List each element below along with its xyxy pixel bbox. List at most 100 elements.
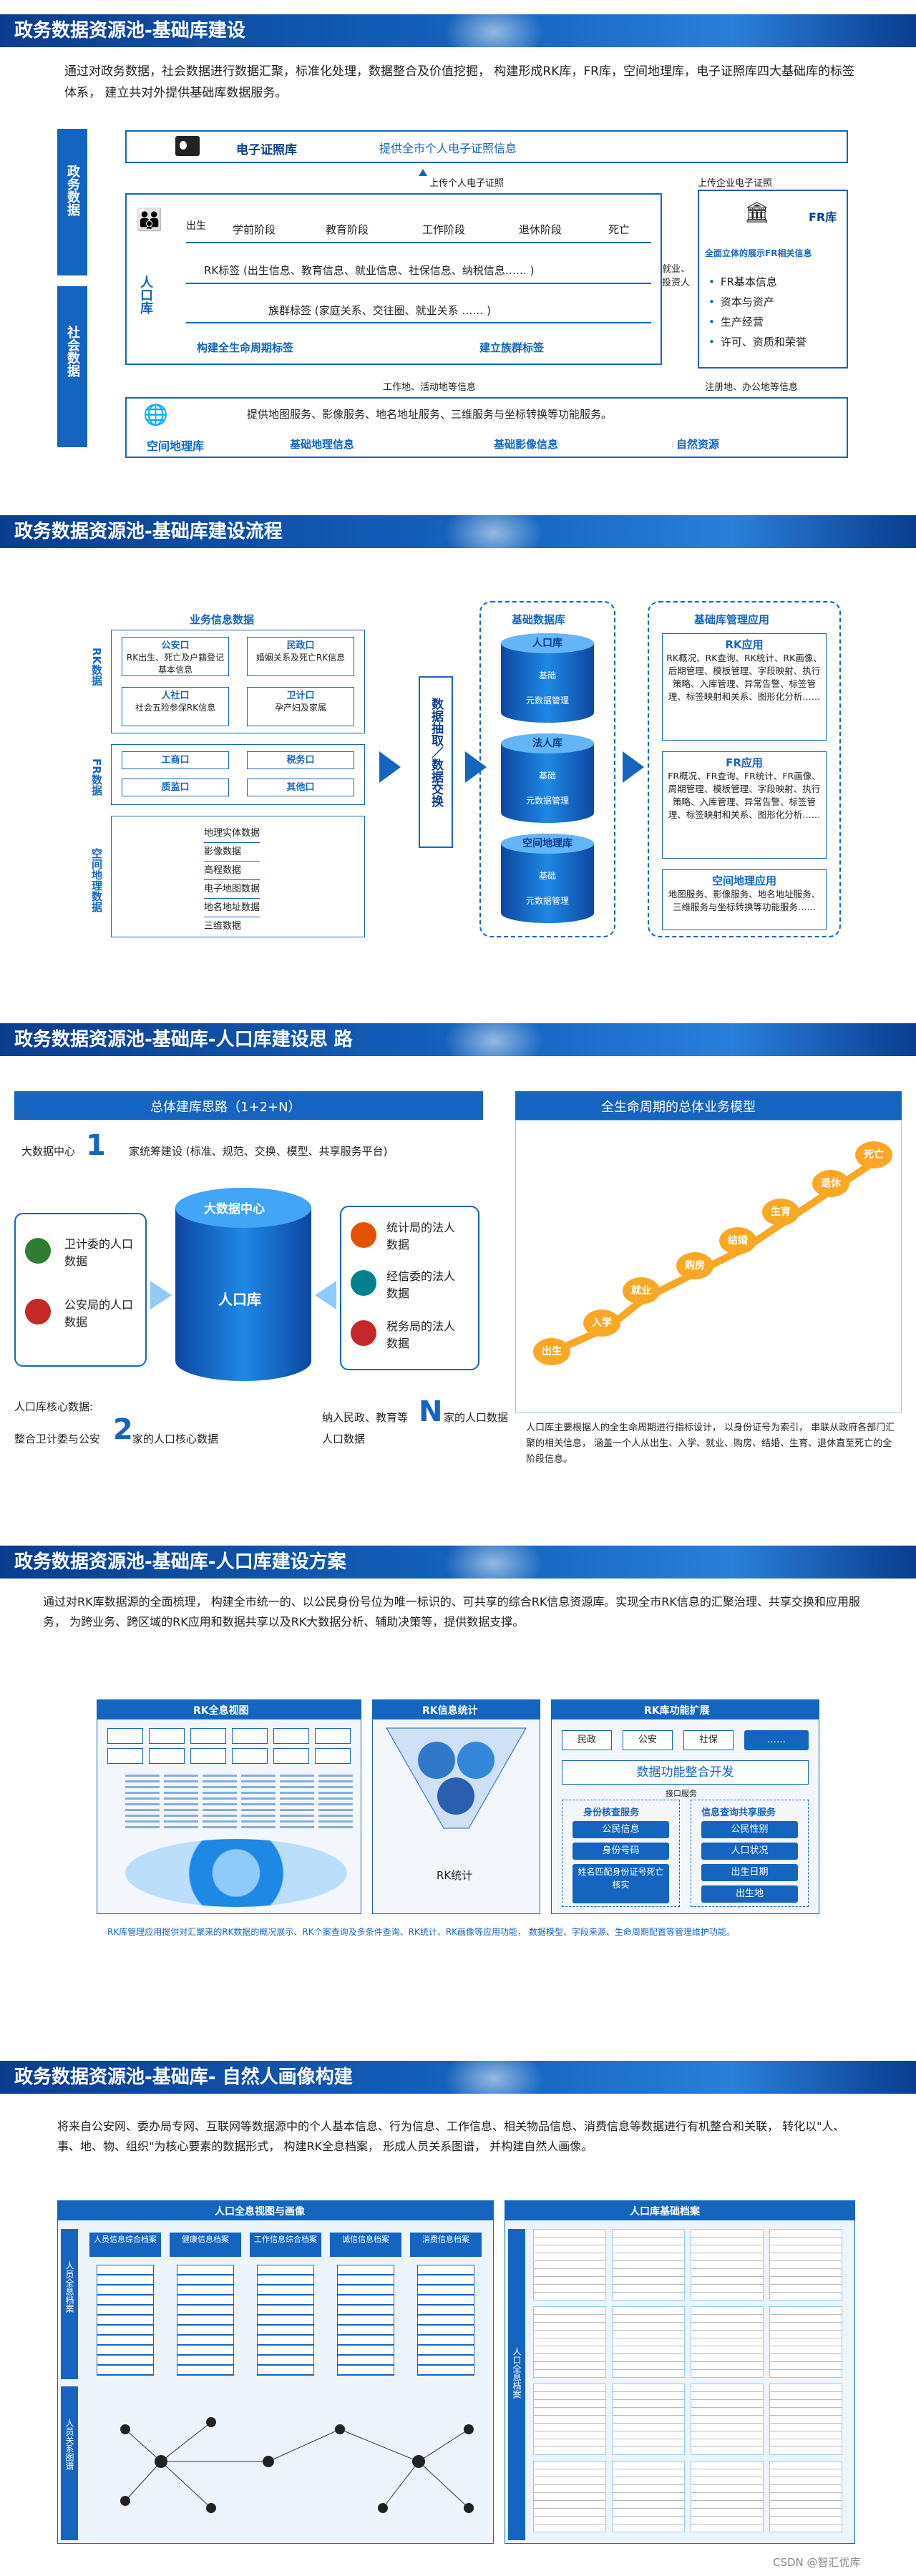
gov-data-label: 政务数据 <box>65 165 80 216</box>
holo-cell <box>273 1728 309 1744</box>
life-stage-node: 就业 <box>623 1277 660 1304</box>
holo-cell <box>232 1748 268 1764</box>
num-n: N <box>419 1395 443 1428</box>
src-right: 经信委的法人数据 <box>386 1269 456 1300</box>
archive-record-card <box>612 2461 685 2532</box>
src-right: 统计局的法人数据 <box>386 1221 456 1252</box>
arrow-to-app <box>623 751 644 783</box>
geo-list-item: 电子地图数据 <box>204 880 260 899</box>
left-panel-head <box>57 2200 494 2220</box>
archive-tag: 诚信信息档案 <box>330 2233 401 2257</box>
geo-app-box: 空间地理应用 地图服务、影像服务、地名地址服务、三维服务与坐标转换等功能服务…… <box>662 869 827 930</box>
base-db-layer: 基础 <box>538 771 556 781</box>
base-db-name: 空间地理库 <box>522 838 572 849</box>
src-right: 税务局的法人数据 <box>386 1319 456 1350</box>
minzheng-box: 民政口 婚姻关系及死亡RK信息 <box>247 637 354 676</box>
cert-lib-desc: 提供全市个人电子证照信息 <box>379 142 517 155</box>
rk-ext-head <box>551 1699 819 1719</box>
holo-cell <box>315 1748 351 1764</box>
globe-icon: 🌐 <box>143 403 168 426</box>
build-life-tags: 构建全生命周期标签 <box>197 341 294 354</box>
holo-cell <box>190 1748 226 1764</box>
right-head-bar <box>515 1091 902 1120</box>
fr-app-desc: FR概况、FR查询、FR统计、FR画像、周期管理、模板管理、字段映射、执行策略、… <box>668 771 821 820</box>
rk-stat-title: RK信息统计 <box>422 1705 478 1717</box>
holo-list <box>241 1775 276 1828</box>
geo-list-item: 影像数据 <box>204 843 260 862</box>
weiji-title: 卫计口 <box>286 691 315 701</box>
holo-cell <box>232 1728 268 1744</box>
fr-lib-box <box>698 190 848 369</box>
holo-cell <box>149 1728 185 1744</box>
stats-logo-icon <box>351 1222 376 1248</box>
base-db-cylinder-top <box>501 834 594 854</box>
section-pop-lib-plan: 政务数据资源池-基础库-人口库建设方案 通过对RK库数据源的全面梳理， 构建全市… <box>0 1546 916 1989</box>
stage-death: 死亡 <box>608 223 630 236</box>
ext-right-item: 出生日期 <box>701 1864 798 1881</box>
src-left: 公安局的人口数据 <box>64 1298 134 1329</box>
geo-lib-name: 空间地理库 <box>147 439 205 453</box>
archive-record-card <box>533 2384 606 2455</box>
base-db-layer: 元数据管理 <box>525 896 569 906</box>
section-banner: 政务数据资源池-基础库-人口库建设方案 <box>0 1546 916 1579</box>
merge-b: 家的人口核心数据 <box>132 1433 219 1445</box>
ext-right-item: 公民性别 <box>701 1821 798 1838</box>
ext-left-item: 公民信息 <box>572 1821 669 1838</box>
gov-data-label-box <box>57 129 87 275</box>
stage-retire: 退休阶段 <box>519 223 562 236</box>
center-cylinder-top <box>175 1188 311 1228</box>
section-base-lib: 政务数据资源池-基础库建设 通过对政务数据，社会数据进行数据汇聚，标准化处理，数… <box>0 0 916 465</box>
left-side-bar-1 <box>61 2229 78 2379</box>
ext-main: 数据功能整合开发 <box>562 1760 809 1785</box>
family-tags: 族群标签 (家庭关系、交往圈、就业关系 …… ) <box>268 304 492 317</box>
left-side-2: 人员关系图谱 <box>64 2419 74 2470</box>
arrow-to-extract <box>379 751 401 783</box>
archive-tag: 工作信息综合档案 <box>250 2233 321 2257</box>
archive-record-card <box>612 2229 685 2301</box>
holo-list <box>318 1775 353 1828</box>
base-db-layer: 元数据管理 <box>525 696 569 706</box>
archive-record-card <box>769 2461 842 2532</box>
intro-text: 将来自公安网、委办局专网、互联网等数据源中的个人基本信息、行为信息、工作信息、相… <box>57 2119 845 2153</box>
geo-app-title: 空间地理应用 <box>711 874 776 887</box>
fr-app-box: FR应用 FR概况、FR查询、FR统计、FR画像、周期管理、模板管理、字段映射、… <box>662 751 827 859</box>
ext-tab: 民政 <box>562 1730 612 1750</box>
pop-lib-name: 人口库 <box>138 275 153 314</box>
app-title: 基础库管理应用 <box>694 613 770 626</box>
fr-lib-head: 全面立体的展示FR相关信息 <box>705 248 812 258</box>
archive-record-card <box>691 2461 764 2532</box>
geo-data-label: 空间地理数据 <box>90 848 103 912</box>
base-db-cylinder-top <box>501 733 594 753</box>
section-natural-person: 政务数据资源池-基础库- 自然人画像构建 将来自公安网、委办局专网、互联网等数据… <box>0 2061 916 2576</box>
section-title: 政务数据资源池-基础库- 自然人画像构建 <box>14 2067 353 2088</box>
person-icon: 👪 <box>136 208 163 233</box>
rk-data-label: RK数据 <box>90 648 103 686</box>
extract-box <box>419 676 453 848</box>
life-stage-node: 购房 <box>676 1252 713 1279</box>
stage-work: 工作阶段 <box>422 223 466 236</box>
life-desc: 人口库主要根据人的全生命周期进行指标设计， 以身份证号为索引， 串联从政府各部门… <box>526 1423 895 1465</box>
life-stage-node: 生育 <box>762 1199 799 1226</box>
app-frame <box>648 601 841 937</box>
center-label: 人口库 <box>218 1291 261 1308</box>
geo-app-desc: 地图服务、影像服务、地名地址服务、三维服务与坐标转换等功能服务…… <box>668 889 821 912</box>
fr-item: FR基本信息 <box>708 272 807 292</box>
geo-data-list: 地理实体数据 影像数据 高程数据 电子地图数据 地名地址数据 三维数据 <box>204 824 260 935</box>
archive-record-card <box>691 2384 764 2455</box>
archive-record-card <box>533 2229 606 2301</box>
rk-stat-label: RK统计 <box>437 1869 473 1882</box>
holo-cell <box>190 1728 226 1744</box>
stage-preschool: 学前阶段 <box>233 223 276 236</box>
fr-item: 生产经营 <box>708 312 807 332</box>
archive-tag: 消费信息档案 <box>410 2233 482 2257</box>
geo-item: 自然资源 <box>676 438 720 451</box>
core-label: 人口库核心数据: <box>14 1400 94 1413</box>
ext-sub: 接口服务 <box>666 1789 697 1798</box>
section-banner: 政务数据资源池-基础库建设 <box>0 14 916 47</box>
incl-a: 纳入民政、教育等 <box>322 1411 409 1424</box>
archive-column <box>257 2265 314 2376</box>
base-db-cylinder-top <box>501 633 594 653</box>
ext-left-item: 姓名匹配身份证号死亡核实 <box>572 1864 669 1903</box>
arrow-right-to-center <box>315 1281 336 1309</box>
rk-holo-head <box>97 1699 361 1719</box>
